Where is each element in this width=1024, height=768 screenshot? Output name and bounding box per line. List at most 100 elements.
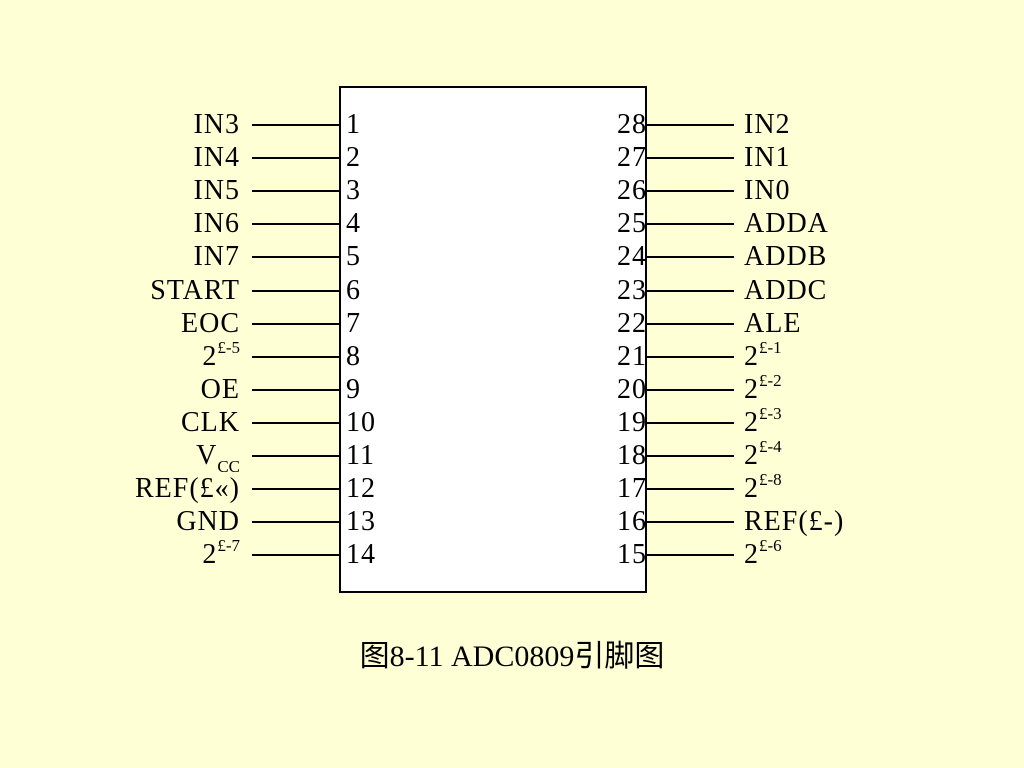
pin-number-left: 7 <box>346 307 361 339</box>
pin-number-right: 26 <box>617 175 647 207</box>
pin-label-text: IN3 <box>193 109 240 140</box>
pin-label-right: REF(£-) <box>744 508 844 536</box>
pin-label-text: ADDA <box>744 208 829 240</box>
pin-label-left: IN3 <box>193 111 240 139</box>
pin-line-left <box>252 421 339 424</box>
pin-label-right: IN2 <box>744 111 791 139</box>
pin-number-left: 3 <box>346 175 361 207</box>
pin-number-right: 27 <box>617 142 647 174</box>
pin-number-left: 5 <box>346 241 361 273</box>
pin-line-right <box>647 355 734 358</box>
pin-label-superscript: £-5 <box>217 337 240 357</box>
pin-number-left: 14 <box>346 539 376 571</box>
pin-line-left <box>252 289 339 292</box>
pin-label-text: 2 <box>202 539 218 571</box>
pin-label-superscript: £-8 <box>759 470 782 490</box>
pin-number-left: 4 <box>346 208 361 240</box>
pin-label-text: IN4 <box>193 142 240 174</box>
pin-number-left: 10 <box>346 406 376 438</box>
pin-label-left: 2£-5 <box>202 338 240 374</box>
pin-label-right: ADDC <box>744 274 828 306</box>
pin-number-left: 1 <box>346 109 361 140</box>
pin-label-text: 2 <box>744 406 759 438</box>
pin-label-superscript: £-4 <box>759 437 782 456</box>
pin-label-text: 2 <box>744 340 759 372</box>
pin-label-left: IN7 <box>193 243 240 271</box>
pin-label-superscript: £-6 <box>759 536 782 556</box>
pin-label-right: 2£-3 <box>744 404 782 440</box>
pin-number-left: 6 <box>346 274 361 306</box>
pin-line-left <box>252 388 339 391</box>
pin-line-left <box>252 157 339 160</box>
pin-line-left <box>252 455 339 457</box>
pin-line-right <box>647 190 734 193</box>
pin-number-right: 22 <box>617 307 647 339</box>
pin-label-text: IN0 <box>744 175 791 207</box>
pin-number-right: 24 <box>617 241 647 273</box>
pin-label-right: 2£-8 <box>744 470 782 506</box>
pin-label-right: IN1 <box>744 144 791 172</box>
pin-line-right <box>647 455 734 457</box>
pin-label-text: IN7 <box>193 241 240 273</box>
pin-label-superscript: £-3 <box>759 403 782 423</box>
pin-label-superscript: £-2 <box>759 370 782 390</box>
pin-label-right: 2£-6 <box>744 536 782 572</box>
pin-line-left <box>252 554 339 557</box>
pin-number-left: 2 <box>346 142 361 174</box>
pin-label-text: EOC <box>181 307 240 339</box>
pin-label-left: OE <box>201 375 240 404</box>
pin-label-right: 2£-4 <box>744 437 782 473</box>
pin-label-text: 2 <box>202 340 218 372</box>
chip-body <box>339 86 647 593</box>
pin-line-left <box>252 190 339 193</box>
pin-label-superscript: £-7 <box>217 536 240 556</box>
pin-label-left: REF(£«) <box>135 475 240 503</box>
pin-line-left <box>252 322 339 325</box>
pin-label-text: ADDB <box>744 241 828 273</box>
pin-number-right: 28 <box>617 109 647 140</box>
pin-line-left <box>252 521 339 524</box>
pin-label-text: ADDC <box>744 274 828 306</box>
pin-label-subscript: CC <box>217 457 240 476</box>
figure-caption: 图8-11 ADC0809引脚图 <box>359 640 665 673</box>
pin-label-text: REF(£«) <box>135 473 240 505</box>
pin-number-right: 20 <box>617 373 647 405</box>
pin-label-text: 2 <box>744 473 759 505</box>
pin-label-text: ALE <box>744 307 802 339</box>
pin-line-right <box>647 421 734 424</box>
pin-line-right <box>647 521 734 524</box>
pin-label-left: EOC <box>181 307 240 339</box>
pin-number-left: 13 <box>346 506 376 538</box>
pin-line-right <box>647 124 734 126</box>
pin-line-right <box>647 157 734 160</box>
pin-line-right <box>647 223 734 226</box>
pin-number-left: 9 <box>346 373 361 405</box>
pin-number-right: 19 <box>617 406 647 438</box>
pin-number-left: 11 <box>346 440 375 471</box>
pin-label-right: 2£-2 <box>744 371 782 407</box>
pin-number-left: 8 <box>346 340 361 372</box>
pin-label-text: IN6 <box>193 208 240 240</box>
pin-label-left: GND <box>176 508 240 536</box>
pin-label-text: 2 <box>744 440 759 471</box>
pin-line-left <box>252 223 339 226</box>
pin-label-left: CLK <box>181 408 240 437</box>
pin-label-text: GND <box>176 506 240 538</box>
pin-label-right: ADDA <box>744 210 829 238</box>
pin-label-text: REF(£-) <box>744 506 845 538</box>
pin-number-right: 17 <box>617 473 647 505</box>
pin-line-right <box>647 554 734 557</box>
pin-line-right <box>647 488 734 491</box>
pin-label-text: 2 <box>744 373 759 405</box>
pin-number-right: 23 <box>617 274 647 306</box>
pin-label-right: 2£-1 <box>744 338 782 374</box>
pin-label-text: START <box>150 274 240 306</box>
pin-number-right: 21 <box>617 340 647 372</box>
pin-line-right <box>647 256 734 259</box>
pin-label-right: IN0 <box>744 177 791 205</box>
pin-label-left: VCC <box>196 442 240 477</box>
pin-number-left: 12 <box>346 473 376 505</box>
pin-line-left <box>252 124 339 126</box>
pin-label-right: ALE <box>744 307 802 339</box>
pin-number-right: 18 <box>617 440 647 471</box>
